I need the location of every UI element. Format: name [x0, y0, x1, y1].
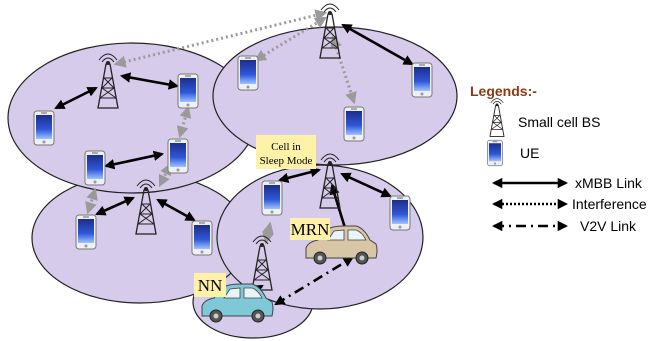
- smartphone-icon: [177, 73, 199, 109]
- mrn-text: MRN: [291, 220, 330, 239]
- interference-link: [158, 162, 172, 188]
- interference-link: [85, 187, 98, 215]
- v2v-link: [274, 256, 354, 306]
- xmbb-link: [95, 196, 135, 216]
- xmbb-link: [54, 86, 98, 110]
- xmbb-link: [119, 72, 180, 90]
- smartphone-icon: [411, 62, 433, 98]
- smartphone-icon: [343, 106, 365, 142]
- cell-sleep-line1: Cell in: [271, 141, 301, 153]
- xmbb-link: [277, 167, 322, 183]
- cell-sleep-mode-label: Cell in Sleep Mode: [256, 135, 316, 169]
- legend-v2v-link: V2V Link: [580, 218, 637, 234]
- smartphone-icon: [75, 214, 97, 250]
- smartphone-icon: [33, 110, 55, 146]
- interference-link: [262, 221, 274, 245]
- smartphone-icon: [237, 55, 259, 91]
- xmbb-link: [103, 150, 165, 170]
- legend-ue: UE: [520, 145, 539, 161]
- xmbb-link: [340, 172, 392, 198]
- legend: Legends:- Small cell BS UE xMBB Link Int…: [470, 83, 647, 234]
- smartphone-icon: [191, 220, 213, 256]
- legend-title: Legends:-: [470, 83, 537, 99]
- smartphone-icon: [487, 139, 503, 167]
- smartphone-icon: [84, 150, 106, 186]
- xmbb-link: [156, 198, 196, 222]
- nn-text: NN: [198, 276, 223, 295]
- interference-link: [253, 16, 328, 62]
- legend-xmbb-link: xMBB Link: [575, 175, 643, 191]
- interference-links: [85, 9, 357, 245]
- legend-small-cell-bs: Small cell BS: [518, 114, 600, 130]
- nn-label: NN: [194, 273, 226, 297]
- small-cell-tower-icon: [489, 98, 505, 137]
- smartphone-icon: [389, 195, 411, 231]
- mrn-label: MRN: [290, 218, 330, 240]
- xmbb-link: [341, 23, 414, 66]
- smartphone-icon: [261, 180, 283, 216]
- legend-interference: Interference: [572, 196, 647, 212]
- interference-link: [330, 35, 357, 105]
- smartphone-icon: [167, 138, 189, 174]
- cell-sleep-line2: Sleep Mode: [260, 155, 313, 167]
